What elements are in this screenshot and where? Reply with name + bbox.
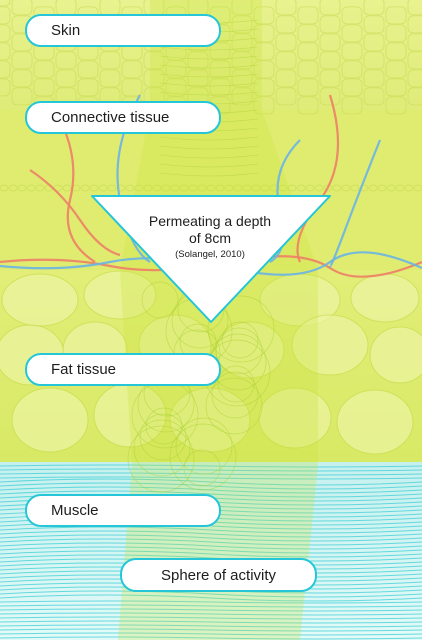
- depth-callout-triangle: [91, 195, 331, 323]
- depth-callout-citation: (Solangel, 2010): [175, 249, 245, 260]
- label-skin-text: Skin: [51, 22, 81, 39]
- label-sphere-of-activity-text: Sphere of activity: [160, 566, 277, 584]
- label-connective-tissue-text: Connective tissue: [51, 109, 170, 126]
- label-sphere-of-activity: Sphere of activity: [120, 558, 317, 592]
- label-muscle: Muscle: [25, 494, 221, 527]
- depth-callout-line2: of 8cm: [188, 230, 231, 246]
- sphere-of-activity-band: [118, 0, 318, 640]
- label-fat-tissue: Fat tissue: [25, 353, 221, 386]
- depth-callout-line1: Permeating a depth: [148, 213, 272, 229]
- label-muscle-text: Muscle: [51, 502, 99, 519]
- label-skin: Skin: [25, 14, 221, 47]
- depth-callout-text: Permeating a depth of 8cm (Solangel, 201…: [120, 213, 300, 262]
- label-connective-tissue: Connective tissue: [25, 101, 221, 134]
- label-fat-tissue-text: Fat tissue: [51, 361, 117, 378]
